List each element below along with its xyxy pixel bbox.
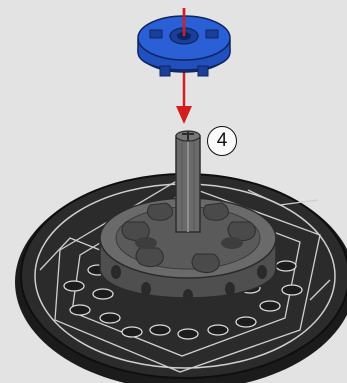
step-number: 4 [217, 130, 228, 152]
axle [176, 131, 200, 232]
step-number-badge: 4 [207, 126, 237, 156]
